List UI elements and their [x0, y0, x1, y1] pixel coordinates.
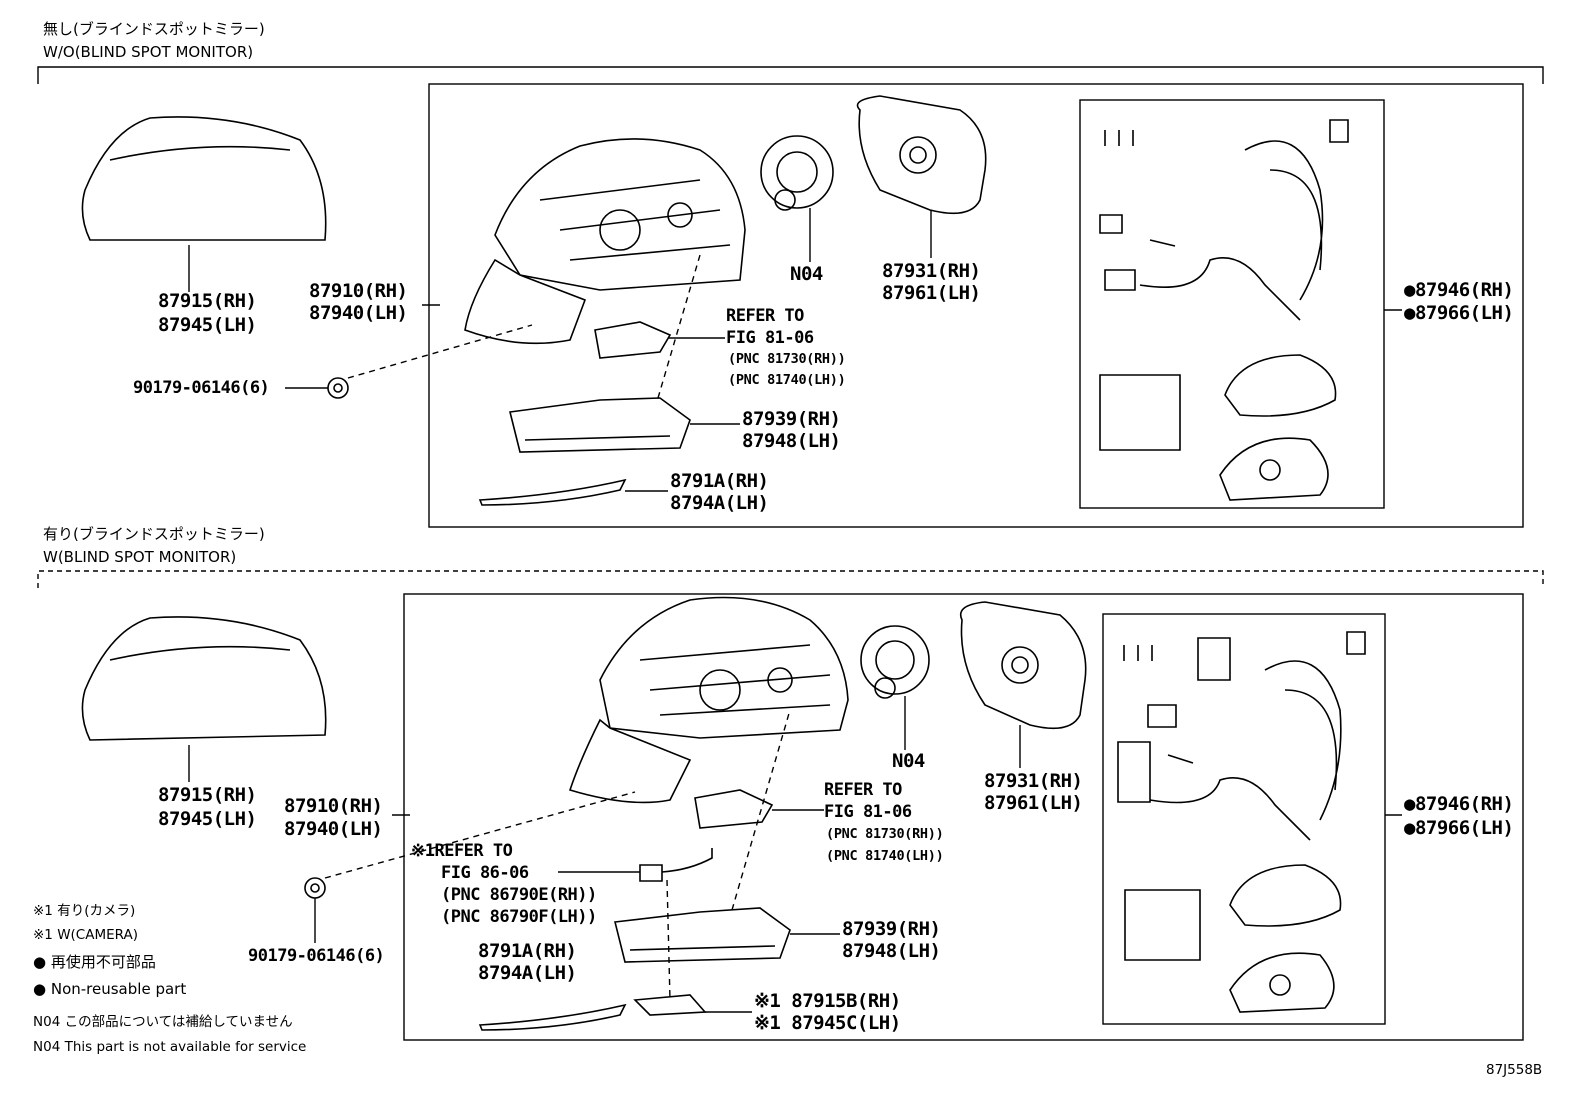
- bottom-section-title-ja: 有り(ブラインドスポットミラー): [43, 525, 265, 543]
- bottom-cam-refer-line2: FIG 86-06: [441, 863, 529, 883]
- top-mirror-body-drawing: [464, 138, 746, 345]
- bottom-mirror-rh-label: 87910(RH): [284, 795, 383, 817]
- bottom-lamp-rh-label: 87939(RH): [842, 918, 941, 940]
- top-screw-label: 90179-06146(6): [133, 378, 270, 398]
- top-lamp-drawing: [509, 397, 740, 453]
- top-mirror-lh-label: 87940(LH): [309, 302, 408, 324]
- bottom-garnish-lh-label: 8794A(LH): [478, 962, 577, 984]
- top-kit-contents: [1099, 119, 1349, 501]
- top-garnish-drawing: [478, 478, 668, 506]
- bottom-mirror-lh-label: 87940(LH): [284, 818, 383, 840]
- top-n04-label: N04: [790, 263, 823, 285]
- bottom-bracket-drawing: [694, 789, 774, 829]
- top-pnc-rh: (PNC 81730(RH)): [728, 351, 846, 367]
- top-section-title-en: W/O(BLIND SPOT MONITOR): [43, 43, 254, 61]
- bottom-kit-contents: [1117, 631, 1366, 1013]
- bottom-pnc-rh: (PNC 81730(RH)): [826, 826, 944, 842]
- bottom-cam-pnc-lh: (PNC 86790F(LH)): [441, 907, 597, 927]
- bottom-cover-drawing: [81, 616, 327, 782]
- bottom-kit-box: [1102, 613, 1386, 1025]
- top-glass-rh-label: 87931(RH): [882, 260, 981, 282]
- bottom-glass-rh-label: 87931(RH): [984, 770, 1083, 792]
- bottom-glass-lh-label: 87961(LH): [984, 792, 1083, 814]
- legend-camera-ja: ※1 有り(カメラ): [33, 903, 136, 919]
- top-refer-line1: REFER TO: [726, 306, 804, 326]
- bottom-lamp-leader: [731, 709, 791, 911]
- bottom-section-bracket: [37, 570, 1544, 588]
- bottom-camera-cover-rh-label: ※1 87915B(RH): [754, 990, 901, 1012]
- bottom-mirror-body-drawing: [568, 596, 849, 804]
- bottom-cam-refer-line1: ※1REFER TO: [411, 841, 513, 861]
- bottom-camera-drawing: [639, 848, 713, 882]
- bottom-camera-cover-drawing: [633, 994, 752, 1016]
- legend-n04-en: N04 This part is not available for servi…: [33, 1039, 307, 1055]
- top-refer-line2: FIG 81-06: [726, 328, 814, 348]
- bottom-glass-drawing: [960, 601, 1087, 768]
- top-kit-rh-label: ●87946(RH): [1404, 279, 1514, 301]
- legend-nonreusable-ja: ● 再使用不可部品: [33, 953, 156, 971]
- top-screw-drawing: [285, 377, 349, 399]
- bottom-lamp-lh-label: 87948(LH): [842, 940, 941, 962]
- bottom-kit-rh-label: ●87946(RH): [1404, 793, 1514, 815]
- bottom-cover-lh-label: 87945(LH): [158, 808, 257, 830]
- top-screw-leader: [347, 324, 533, 379]
- bottom-refer-line1: REFER TO: [824, 780, 902, 800]
- top-kit-lh-label: ●87966(LH): [1404, 302, 1514, 324]
- figure-id: 87J558B: [1486, 1062, 1543, 1078]
- bottom-refer-line2: FIG 81-06: [824, 802, 912, 822]
- bottom-kit-lh-label: ●87966(LH): [1404, 817, 1514, 839]
- bottom-screw-drawing: [304, 877, 326, 943]
- top-pnc-lh: (PNC 81740(LH)): [728, 372, 846, 388]
- bottom-cover-rh-label: 87915(RH): [158, 784, 257, 806]
- bottom-actuator-drawing: [860, 625, 930, 750]
- bottom-cam-pnc-rh: (PNC 86790E(RH)): [441, 885, 597, 905]
- top-cover-drawing: [81, 116, 327, 292]
- legend-camera-en: ※1 W(CAMERA): [33, 927, 138, 943]
- bottom-camera-cover-lh-label: ※1 87945C(LH): [754, 1012, 901, 1034]
- bottom-garnish-drawing: [478, 1003, 627, 1031]
- top-cover-lh-label: 87945(LH): [158, 314, 257, 336]
- top-lamp-leader: [657, 254, 701, 399]
- top-lamp-lh-label: 87948(LH): [742, 430, 841, 452]
- top-mirror-rh-label: 87910(RH): [309, 280, 408, 302]
- top-bracket-drawing: [594, 321, 672, 359]
- top-actuator-drawing: [760, 135, 834, 262]
- bottom-camera-leader: [666, 879, 671, 1001]
- bottom-n04-label: N04: [892, 750, 925, 772]
- bottom-pnc-lh: (PNC 81740(LH)): [826, 848, 944, 864]
- bottom-screw-label: 90179-06146(6): [248, 946, 385, 966]
- top-lamp-rh-label: 87939(RH): [742, 408, 841, 430]
- top-section-title-ja: 無し(ブラインドスポットミラー): [43, 20, 265, 38]
- bottom-assembly-box: [403, 593, 1524, 1041]
- top-kit-box: [1079, 99, 1385, 509]
- top-glass-lh-label: 87961(LH): [882, 282, 981, 304]
- bottom-garnish-rh-label: 8791A(RH): [478, 940, 577, 962]
- legend-n04-ja: N04 この部品については補給していません: [33, 1014, 293, 1030]
- top-garnish-lh-label: 8794A(LH): [670, 492, 769, 514]
- top-garnish-rh-label: 8791A(RH): [670, 470, 769, 492]
- legend-nonreusable-en: ● Non-reusable part: [33, 980, 187, 998]
- top-glass-drawing: [856, 95, 987, 258]
- bottom-lamp-drawing: [614, 907, 840, 963]
- top-section-bracket: [37, 66, 1544, 84]
- bottom-screw-leader: [324, 791, 636, 879]
- bottom-section-title-en: W(BLIND SPOT MONITOR): [43, 548, 237, 566]
- top-cover-rh-label: 87915(RH): [158, 290, 257, 312]
